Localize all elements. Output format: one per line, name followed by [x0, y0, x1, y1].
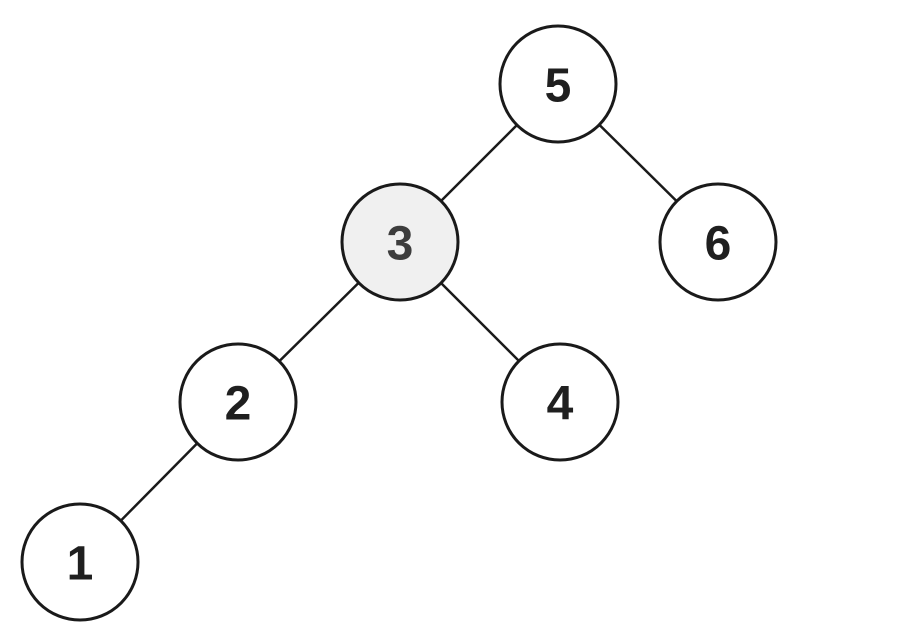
tree-node-circle-3	[340, 182, 460, 302]
tree-node-label-1: 1	[67, 537, 94, 590]
tree-node-3: 3	[340, 182, 460, 302]
tree-node-label-3: 3	[387, 217, 414, 270]
tree-node-2: 2	[178, 342, 298, 462]
tree-node-circle-5	[498, 24, 618, 144]
tree-node-label-6: 6	[705, 217, 732, 270]
tree-node-5: 5	[498, 24, 618, 144]
tree-node-circle-4	[500, 342, 620, 462]
tree-node-label-2: 2	[225, 377, 252, 430]
tree-node-6: 6	[658, 182, 778, 302]
tree-node-label-4: 4	[547, 377, 574, 430]
tree-node-circle-2	[178, 342, 298, 462]
tree-node-circle-6	[658, 182, 778, 302]
tree-node-4: 4	[500, 342, 620, 462]
tree-node-1: 1	[20, 502, 140, 622]
tree-node-circle-1	[20, 502, 140, 622]
tree-node-label-5: 5	[545, 59, 572, 112]
